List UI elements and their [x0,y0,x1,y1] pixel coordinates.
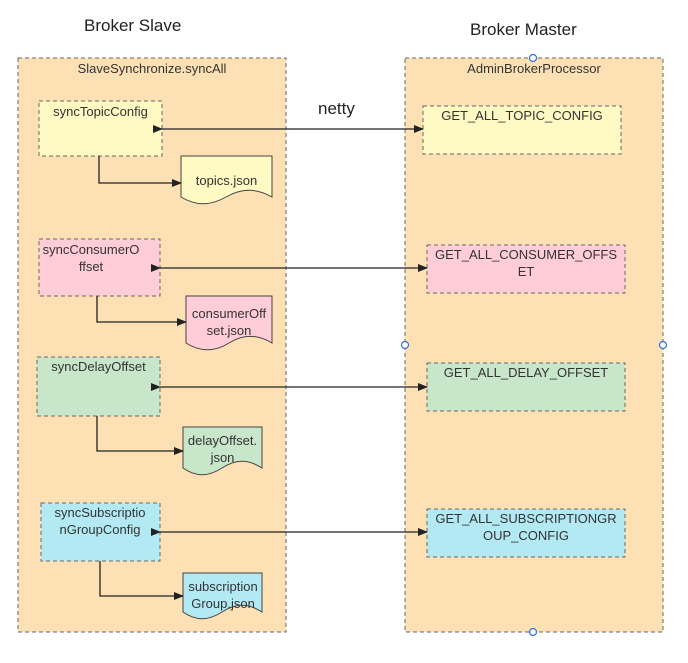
delay-offset-json-document [182,426,263,476]
get-all-consumer-offset-box [426,244,626,294]
get-all-topic-config-box [422,105,622,155]
master-container-title: AdminBrokerProcessor [467,61,601,76]
broker-master-heading: Broker Master [470,20,577,39]
connector-row4 [99,561,184,600]
delay-offset-json-label: delayOffset. json [187,433,258,465]
sync-consumer-offset-label: syncConsumerO ffset [42,242,140,274]
consumer-offset-json-document [185,295,273,351]
topics-json-document [180,155,273,205]
get-all-subscription-group-config-box [426,508,626,558]
slave-container-title: SlaveSynchronize.syncAll [77,61,227,76]
connector-row1 [98,156,182,187]
get-all-subscription-group-config-label: GET_ALL_SUBSCRIPTIONGR OUP_CONFIG [435,511,617,543]
get-all-delay-offset-box [426,362,626,412]
consumer-offset-json-label: consumerOff set.json [191,306,267,338]
resize-handle-top[interactable] [528,53,538,63]
broker-slave-heading: Broker Slave [84,16,182,35]
resize-handle-right[interactable] [658,340,668,350]
sync-subscription-group-config-box [40,502,161,562]
get-all-consumer-offset-label: GET_ALL_CONSUMER_OFFS ET [434,247,618,279]
sync-topic-config-label: syncTopicConfig [53,104,148,119]
topics-json-label: topics.json [195,173,258,188]
get-all-topic-config-label: GET_ALL_TOPIC_CONFIG [441,108,603,123]
resize-handle-bottom[interactable] [528,627,538,637]
subscription-group-json-document [182,572,263,620]
subscription-group-json-label: subscription Group.json [188,579,258,611]
connector-row2 [96,296,187,326]
sync-subscription-group-config-label: syncSubscriptio nGroupConfig [54,505,146,537]
resize-handle-left[interactable] [400,340,410,350]
get-all-delay-offset-label: GET_ALL_DELAY_OFFSET [443,365,609,380]
netty-label: netty [318,99,355,118]
connector-row3 [96,416,184,455]
sync-delay-offset-box [36,356,161,417]
sync-delay-offset-label: syncDelayOffset [51,359,146,374]
